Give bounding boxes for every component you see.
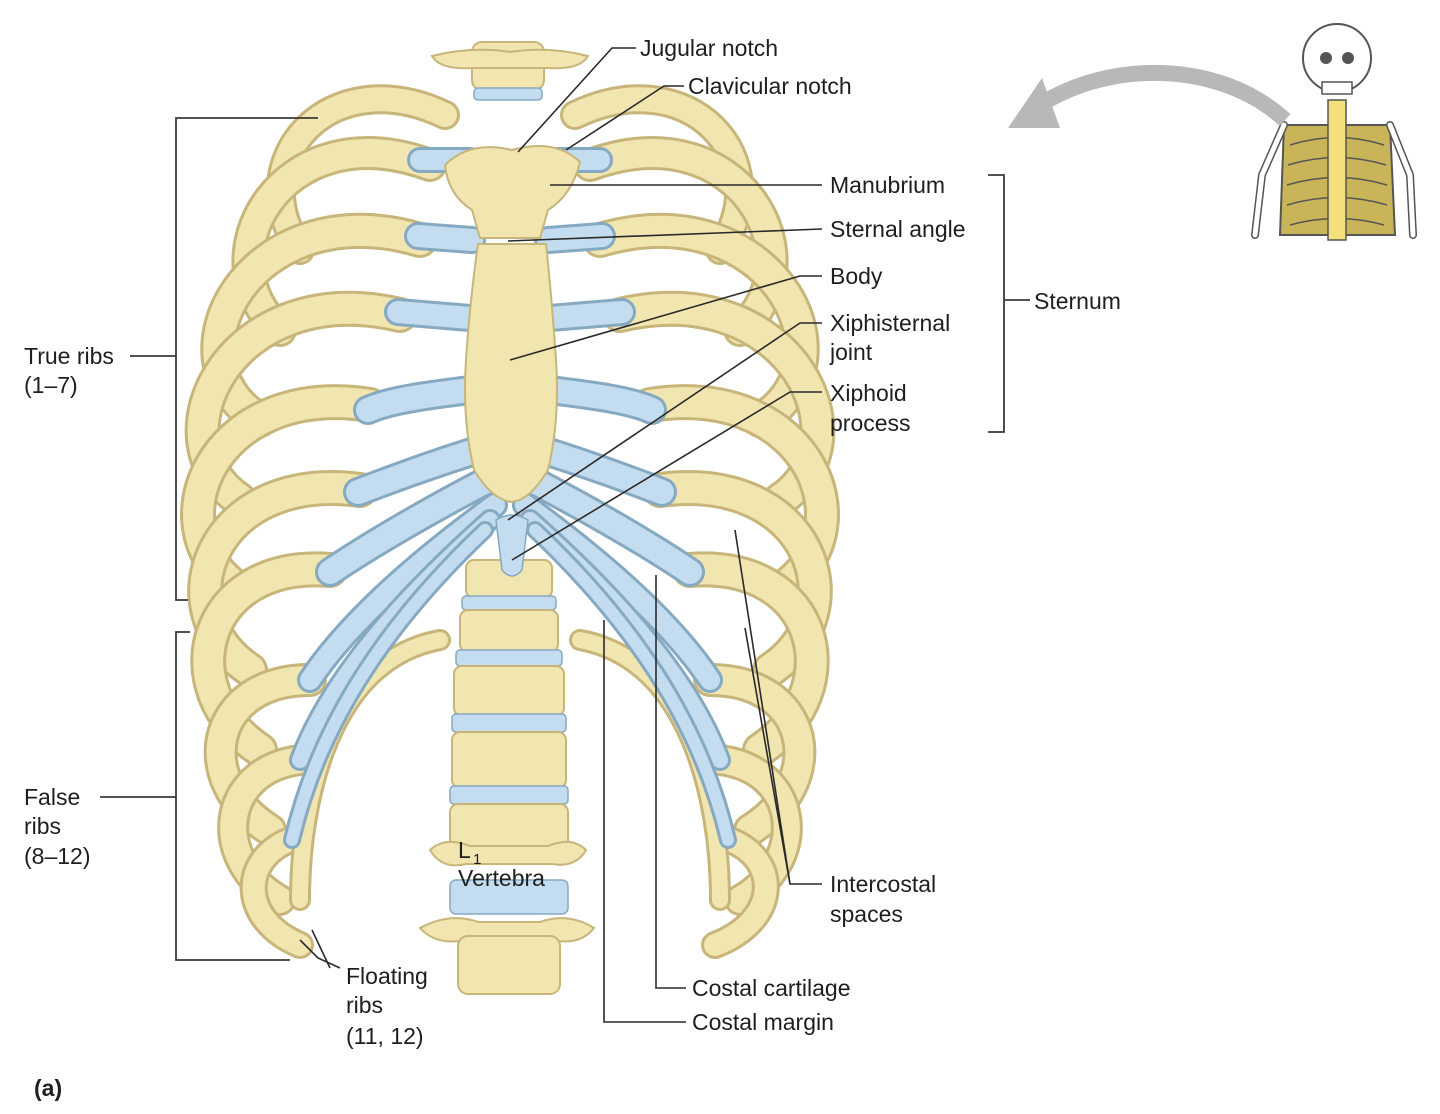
label-xiphisternal-joint-line2: joint xyxy=(829,339,873,365)
label-xiphoid-process-line2: process xyxy=(830,410,911,436)
first-rib-top xyxy=(430,48,590,70)
bracket-sternum xyxy=(988,174,1030,433)
label-sternal-angle: Sternal angle xyxy=(830,216,966,242)
label-manubrium: Manubrium xyxy=(830,172,945,198)
label-costal-margin: Costal margin xyxy=(692,1009,834,1035)
labels: Jugular notch Clavicular notch Manubrium… xyxy=(24,35,1121,1101)
curved-arrow-icon xyxy=(1008,64,1291,128)
sternum-bone xyxy=(443,145,582,577)
skeleton-icon xyxy=(1251,23,1417,241)
label-xiphoid-process-line1: Xiphoid xyxy=(830,380,907,406)
figure-label: (a) xyxy=(34,1075,62,1101)
label-false-ribs-line1: False xyxy=(24,784,80,810)
label-floating-ribs-line2: ribs xyxy=(346,992,383,1018)
label-costal-cartilage: Costal cartilage xyxy=(692,975,851,1001)
label-body: Body xyxy=(830,263,883,289)
label-l1-letter: L xyxy=(458,837,471,863)
label-sternum: Sternum xyxy=(1034,288,1121,314)
bracket-false-ribs xyxy=(100,631,290,961)
label-l1-subscript: 1 xyxy=(473,851,481,868)
bracket-true-ribs xyxy=(130,117,318,601)
label-intercostal-spaces-line2: spaces xyxy=(830,901,903,927)
label-true-ribs-line1: True ribs xyxy=(24,343,114,369)
rib-cage-illustration xyxy=(180,41,840,995)
label-l1-vertebra: Vertebra xyxy=(458,865,545,891)
label-xiphisternal-joint-line1: Xiphisternal xyxy=(830,310,950,336)
vertebral-column xyxy=(418,41,596,995)
label-floating-ribs-line3: (11, 12) xyxy=(346,1023,424,1049)
label-false-ribs-line2: ribs xyxy=(24,813,61,839)
label-floating-ribs-line1: Floating xyxy=(346,963,428,989)
label-clavicular-notch: Clavicular notch xyxy=(688,73,852,99)
label-intercostal-spaces-line1: Intercostal xyxy=(830,871,936,897)
leader-lines xyxy=(299,47,823,1023)
label-jugular-notch: Jugular notch xyxy=(640,35,778,61)
label-false-ribs-line3: (8–12) xyxy=(24,843,90,869)
label-true-ribs-line2: (1–7) xyxy=(24,372,78,398)
